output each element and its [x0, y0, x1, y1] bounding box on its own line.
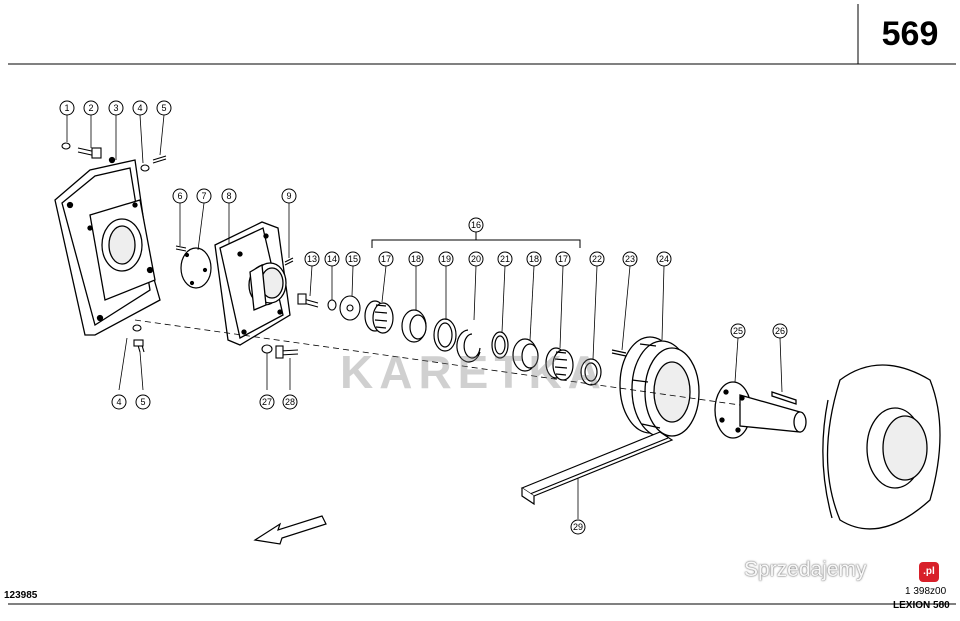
callout-circles	[59, 100, 788, 535]
page-frame	[8, 4, 956, 605]
v-belt	[520, 431, 674, 506]
callout-20: 20	[471, 254, 481, 264]
bolts-and-washers-left	[61, 142, 299, 359]
callout-5: 5	[161, 103, 166, 113]
centerline	[134, 319, 741, 406]
bearing-housing	[214, 221, 291, 346]
callout-labels: 1 2 3 4 5 6 7 8 9 13 14 15 17 18 19 20 2…	[64, 103, 785, 532]
footer-model: LEXION 580	[893, 600, 950, 611]
callout-26: 26	[775, 326, 785, 336]
site-badge-domain: .pl	[919, 562, 939, 582]
callout-24: 24	[659, 254, 669, 264]
callout-28: 28	[285, 397, 295, 407]
callout-13: 13	[307, 254, 317, 264]
gasket	[180, 247, 212, 289]
callout-14: 14	[327, 254, 337, 264]
group-bracket	[371, 239, 581, 248]
watermark-text: KARETKA	[340, 346, 607, 398]
callout-4: 4	[137, 103, 142, 113]
callout-1: 1	[64, 103, 69, 113]
pulley	[619, 336, 700, 438]
direction-arrow-icon	[253, 515, 327, 545]
callout-17a: 17	[381, 254, 391, 264]
callout-23: 23	[625, 254, 635, 264]
callout-15: 15	[348, 254, 358, 264]
bearing-set	[364, 300, 627, 386]
site-badge: Sprzedajemy	[744, 558, 867, 581]
callout-9: 9	[286, 191, 291, 201]
page-number: 569	[881, 15, 939, 53]
callout-5b: 5	[140, 397, 145, 407]
callout-group-16: 16	[471, 220, 481, 230]
callout-6: 6	[177, 191, 182, 201]
callout-19: 19	[441, 254, 451, 264]
mounting-plate	[54, 156, 161, 336]
callout-7: 7	[201, 191, 206, 201]
callout-22: 22	[592, 254, 602, 264]
callout-29: 29	[573, 522, 583, 532]
callout-25: 25	[733, 326, 743, 336]
hub-and-key	[714, 381, 807, 439]
leader-lines	[66, 114, 783, 519]
drum	[822, 364, 941, 530]
footer-left-code: 123985	[4, 590, 38, 601]
shaft-small-parts	[297, 293, 361, 321]
footer-drawing-code: 1 398z00	[905, 586, 947, 597]
callout-4b: 4	[116, 397, 121, 407]
callout-27: 27	[262, 397, 272, 407]
callout-18b: 18	[529, 254, 539, 264]
callout-3: 3	[113, 103, 118, 113]
callout-17b: 17	[558, 254, 568, 264]
callout-21: 21	[500, 254, 510, 264]
callout-8: 8	[226, 191, 231, 201]
callout-2: 2	[88, 103, 93, 113]
callout-18a: 18	[411, 254, 421, 264]
